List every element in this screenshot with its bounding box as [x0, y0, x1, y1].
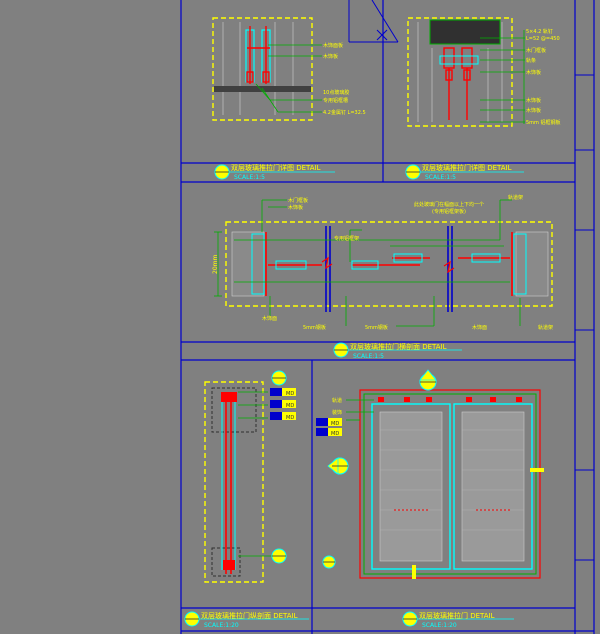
section-c: 20mm 木门框板 木饰板 专用铝框架 轨道架 此处玻璃门在幅面以上下均一个 (…	[212, 194, 553, 360]
detail-scale: SCALE:1:20	[422, 622, 457, 629]
detail-scale: SCALE:1:5	[425, 174, 456, 181]
section-c-boundary	[225, 221, 553, 307]
section-d: MD MD MD 双层玻璃推拉门纵剖面 DETAIL SCALE:1:20	[184, 370, 309, 629]
note: 轨条	[526, 57, 536, 64]
note: 5mm钢板	[365, 324, 388, 331]
note: 4.2金属钉 L=32.5	[323, 109, 366, 116]
note: 轨道	[332, 397, 342, 404]
dimension-label: 20mm	[212, 255, 219, 274]
note: 木门框板	[526, 47, 546, 54]
note: 木饰面板	[323, 42, 343, 49]
sheet-frame	[180, 0, 595, 634]
detail-scale: SCALE:1:20	[204, 622, 239, 629]
detail-title: 双层玻璃推拉门横剖面 DETAIL	[350, 342, 447, 351]
material-tags: MD MD MD	[270, 388, 296, 421]
elevation-e: 轨道 装饰 MD MD 双层玻璃推拉门 DETAIL SCALE:1:20	[316, 369, 544, 629]
detail-title: 双层玻璃推拉门 DETAIL	[419, 611, 495, 620]
note: 木饰板	[526, 69, 541, 76]
callout-marker	[271, 370, 287, 564]
note: 5mm钢板	[303, 324, 326, 331]
note: 木饰板	[288, 204, 303, 211]
note: 木饰板	[323, 53, 338, 60]
note: 木饰面	[472, 324, 487, 331]
note: 木饰板	[526, 107, 541, 114]
note: 10点玻璃胶	[323, 89, 349, 96]
note: 专用铝框架	[334, 235, 359, 242]
detail-b: 5×4.2 轨钉 L=52 @=450 木门框板 轨条 木饰板 木饰板 木饰板 …	[405, 17, 561, 181]
note: L=52 @=450	[526, 36, 560, 42]
note: 轨道架	[508, 194, 523, 201]
section-d-boundary	[204, 381, 264, 583]
note: 5×4.2 轨钉	[526, 28, 553, 35]
note: 木饰面	[262, 315, 277, 322]
detail-a-boundary	[212, 17, 313, 121]
title-block-strip	[575, 74, 594, 561]
detail-scale: SCALE:1:5	[234, 174, 265, 181]
detail-title: 双层玻璃推拉门纵剖面 DETAIL	[201, 611, 298, 620]
note: 装饰	[332, 409, 342, 416]
material-tag: MD	[286, 415, 294, 421]
note: 5mm 铝框钢板	[526, 119, 561, 126]
section-marker	[322, 369, 437, 569]
material-tag: MD	[331, 421, 339, 427]
detail-title: 双层玻璃推拉门详图 DETAIL	[422, 163, 512, 172]
material-tag: MD	[286, 403, 294, 409]
material-tag: MD	[331, 431, 339, 437]
note: (专用铝框架板)	[432, 208, 466, 215]
note: 轨道架	[538, 324, 553, 331]
note: 木门框板	[288, 197, 308, 204]
detail-title: 双层玻璃推拉门详图 DETAIL	[231, 163, 321, 172]
note: 木饰板	[526, 97, 541, 104]
note: 专用铝框槽	[323, 97, 348, 104]
detail-a: 木饰面板 木饰板 10点玻璃胶 专用铝框槽 4.2金属钉 L=32.5 双层玻璃…	[212, 17, 366, 181]
note: 此处玻璃门在幅面以上下均一个	[414, 201, 484, 208]
detail-scale: SCALE:1:5	[353, 353, 384, 360]
detail-b-boundary	[407, 17, 513, 127]
material-tag: MD	[286, 391, 294, 397]
material-tags: MD MD	[316, 418, 342, 437]
top-cut-marker	[348, 0, 399, 43]
glass-panels	[379, 411, 525, 562]
